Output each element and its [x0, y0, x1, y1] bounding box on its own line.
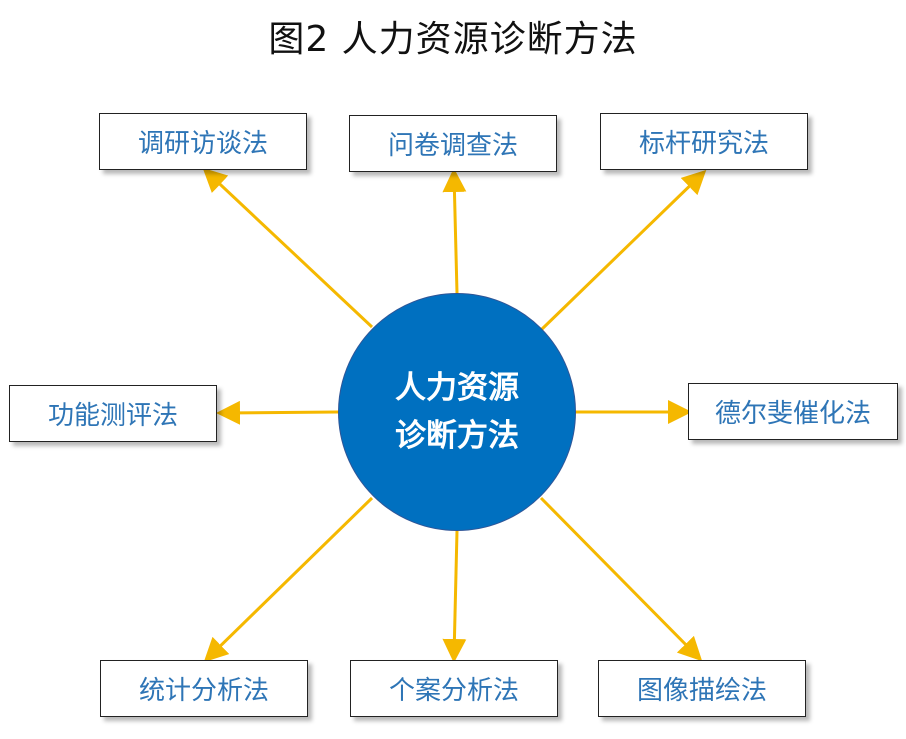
method-box-top-left: 调研访谈法 — [99, 113, 307, 170]
arrow-to-top-left — [202, 167, 374, 329]
arrow-to-top-right — [539, 169, 707, 332]
arrow-to-middle-left — [216, 400, 339, 425]
method-label: 德尔斐催化法 — [714, 399, 871, 429]
method-label: 调研访谈法 — [137, 129, 268, 159]
method-label: 统计分析法 — [138, 676, 269, 706]
center-line-2: 诊断方法 — [395, 418, 519, 454]
method-box-middle-left: 功能测评法 — [9, 385, 217, 442]
method-box-bottom-center: 个案分析法 — [350, 660, 558, 717]
method-label: 个案分析法 — [388, 676, 519, 706]
arrow-to-top-center — [442, 168, 467, 294]
method-label: 问卷调查法 — [387, 131, 518, 161]
method-label: 标杆研究法 — [638, 129, 769, 159]
center-circle: 人力资源 诊断方法 — [338, 293, 576, 531]
arrow-to-bottom-left — [203, 496, 374, 663]
method-label: 功能测评法 — [47, 401, 178, 431]
method-box-top-right: 标杆研究法 — [600, 113, 808, 170]
center-line-1: 人力资源 — [395, 370, 519, 406]
diagram-title: 图2 人力资源诊断方法 — [268, 19, 638, 60]
method-box-middle-right: 德尔斐催化法 — [688, 383, 898, 440]
method-box-top-center: 问卷调查法 — [349, 115, 557, 172]
method-label: 图像描绘法 — [636, 676, 767, 706]
arrow-to-bottom-center — [442, 530, 467, 663]
method-box-bottom-left: 统计分析法 — [100, 660, 308, 717]
method-box-bottom-right: 图像描绘法 — [598, 660, 806, 717]
arrow-to-bottom-right — [539, 496, 703, 662]
